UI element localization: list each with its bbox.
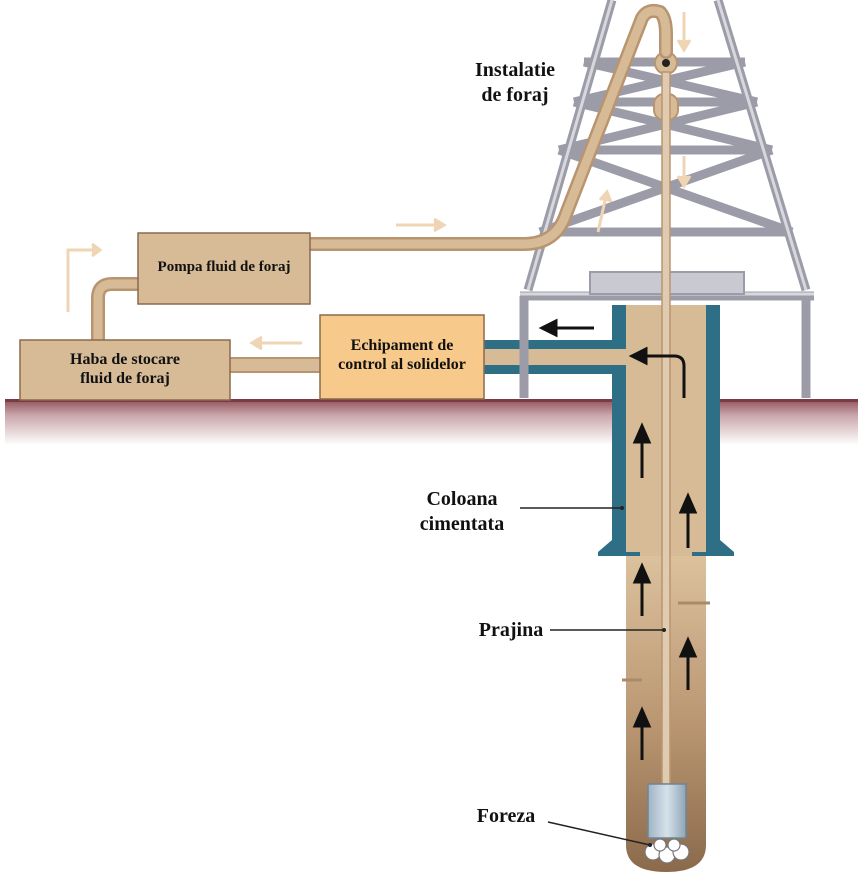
- rig-label-line2: de foraj: [481, 84, 549, 106]
- mud-pump-box: [137, 232, 311, 305]
- mud-tank-box: [19, 339, 231, 401]
- solids-control-label: Echipament de control al solidelor: [320, 336, 484, 374]
- rig-label-line1: Instalatie: [475, 59, 555, 81]
- mud-tank-label: Haba de stocare fluid de foraj: [20, 350, 230, 388]
- rig-label: Instalatie de foraj: [460, 58, 570, 108]
- solids-control-label-line2: control al solidelor: [338, 356, 466, 374]
- solids-control-label-line1: Echipament de: [350, 337, 454, 354]
- casing-label-line1: Coloana: [426, 488, 498, 510]
- casing-left-wall: [598, 305, 640, 556]
- ground-top-line: [5, 399, 858, 402]
- solids-control-box: [319, 314, 485, 400]
- ground-surface: [5, 399, 858, 445]
- block-sheave: [662, 59, 670, 67]
- solids-to-tank-line: [227, 357, 323, 373]
- mud-tank-label-line2: fluid de foraj: [80, 370, 170, 388]
- leader-dot: [620, 506, 624, 510]
- casing-right-wall: [692, 305, 734, 556]
- drill-bit-body: [647, 783, 687, 839]
- return-flow-arrows: [538, 318, 698, 760]
- casing-label-line2: cimentata: [419, 513, 505, 535]
- return-line-fluid: [484, 349, 626, 365]
- standpipe-line-fill: [303, 6, 671, 249]
- mud-pump-label: Pompa fluid de foraj: [157, 259, 291, 275]
- leader-dot: [662, 628, 666, 632]
- drill-pipe: [661, 71, 671, 785]
- leader-dot: [648, 843, 652, 847]
- mud-tank-label-line1: Haba de stocare: [70, 351, 180, 368]
- drill-bit-cones: [644, 838, 690, 864]
- drill-pipe-label: Prajina: [478, 619, 544, 641]
- surface-flow-arrows: [66, 12, 692, 351]
- suction-line-fill: [93, 279, 140, 340]
- drill-bit-label: Foreza: [476, 805, 536, 827]
- leader-lines: [520, 507, 664, 846]
- casing-label: Coloana cimentata: [402, 487, 522, 537]
- suction-line: [91, 277, 140, 340]
